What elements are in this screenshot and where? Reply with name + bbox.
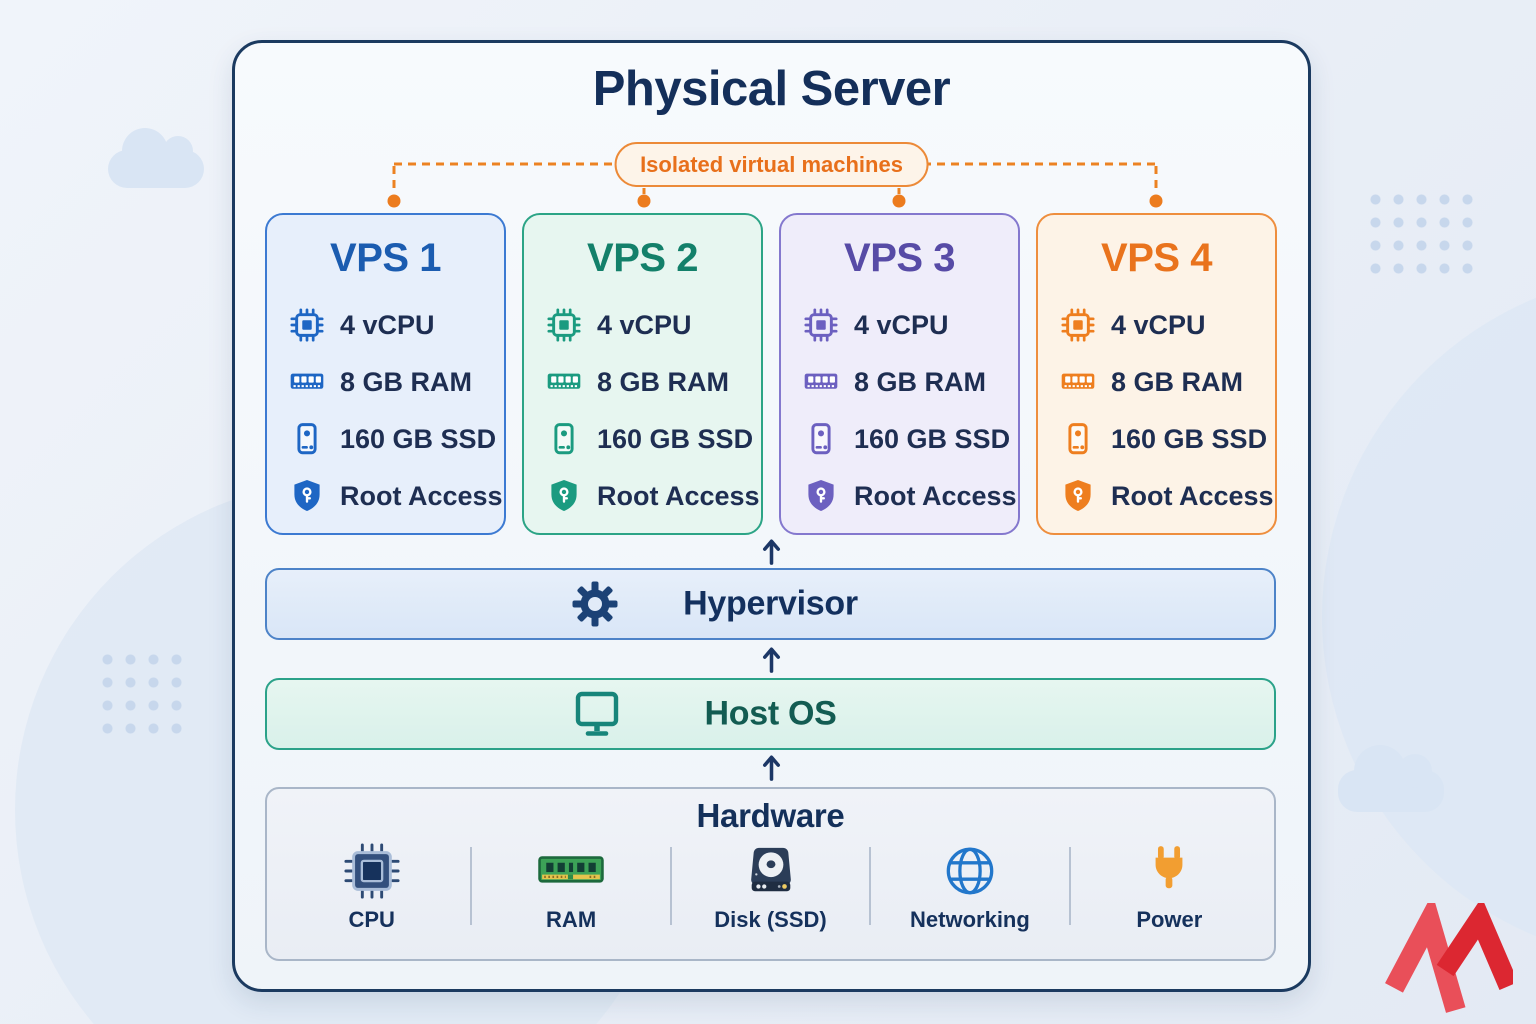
vps-spec-row: Root Access <box>546 478 761 514</box>
ssd-icon <box>546 421 582 457</box>
power-plug-icon <box>1146 839 1192 903</box>
vps-spec-row: Root Access <box>1060 478 1275 514</box>
vps-spec-row: Root Access <box>803 478 1018 514</box>
vps-spec-label: 4 vCPU <box>854 309 949 340</box>
vps-card-title: VPS 4 <box>1101 236 1212 280</box>
divider <box>669 847 672 925</box>
hardware-item: CPU <box>273 839 470 933</box>
hardware-layer: Hardware CPU <box>265 787 1276 961</box>
vps-spec-label: 8 GB RAM <box>854 366 987 397</box>
vps-card: VPS 3 4 vCPU 8 GB RAM 160 GB SSD Root Ac… <box>779 213 1020 535</box>
hardware-item: RAM <box>472 839 669 933</box>
hardware-item-label: Networking <box>910 907 1030 932</box>
vps-spec-row: 160 GB SSD <box>546 421 761 457</box>
disk-ssd-icon <box>743 839 799 903</box>
ram-hardware-icon <box>538 839 604 903</box>
cpu-hardware-icon <box>343 839 401 903</box>
vps-spec-label: 160 GB SSD <box>340 423 497 454</box>
ram-icon <box>1060 364 1096 400</box>
hardware-item-label: CPU <box>348 907 395 932</box>
divider <box>470 847 473 925</box>
divider <box>1068 847 1071 925</box>
circle-decoration <box>1322 272 1536 962</box>
vps-spec-row: 4 vCPU <box>1060 307 1275 343</box>
vps-spec-row: 160 GB SSD <box>1060 421 1275 457</box>
vps-spec-label: 160 GB SSD <box>597 423 754 454</box>
vps-spec-row: 4 vCPU <box>546 307 761 343</box>
vps-card: VPS 1 4 vCPU 8 GB RAM 160 GB SSD Root Ac… <box>265 213 506 535</box>
vps-spec-label: 160 GB SSD <box>854 423 1011 454</box>
globe-networking-icon <box>943 839 997 903</box>
layer-label: Hypervisor <box>683 584 858 623</box>
cpu-chip-icon <box>546 307 582 343</box>
host-os-layer: Host OS <box>265 678 1276 750</box>
vps-spec-label: Root Access <box>854 480 1017 511</box>
vps-spec-label: 4 vCPU <box>597 309 692 340</box>
vps-spec-row: 8 GB RAM <box>289 364 504 400</box>
gear-icon <box>571 580 619 628</box>
layer-label: Host OS <box>704 694 837 733</box>
cloud-icon <box>108 128 204 188</box>
vps-spec-row: 160 GB SSD <box>803 421 1018 457</box>
ram-icon <box>289 364 325 400</box>
hardware-item-label: RAM <box>546 907 597 932</box>
ram-icon <box>803 364 839 400</box>
vps-spec-row: 4 vCPU <box>289 307 504 343</box>
monitor-icon <box>571 688 623 740</box>
vps-spec-label: Root Access <box>597 480 760 511</box>
vps-spec-label: 4 vCPU <box>340 309 435 340</box>
vps-spec-label: 8 GB RAM <box>1111 366 1244 397</box>
vps-card: VPS 4 4 vCPU 8 GB RAM 160 GB SSD Root Ac… <box>1036 213 1277 535</box>
dots-pattern-decoration <box>1364 188 1479 280</box>
shield-key-icon <box>803 478 839 514</box>
brand-logo-m <box>1385 893 1519 1013</box>
hypervisor-layer: Hypervisor <box>265 568 1276 640</box>
hardware-title: Hardware <box>696 797 845 834</box>
cpu-chip-icon <box>1060 307 1096 343</box>
shield-key-icon <box>546 478 582 514</box>
shield-key-icon <box>1060 478 1096 514</box>
vps-card: VPS 2 4 vCPU 8 GB RAM 160 GB SSD Root Ac… <box>522 213 763 535</box>
vps-spec-row: 160 GB SSD <box>289 421 504 457</box>
vps-spec-row: 8 GB RAM <box>546 364 761 400</box>
up-arrow-icon <box>759 537 784 565</box>
ram-icon <box>546 364 582 400</box>
up-arrow-icon <box>759 645 784 673</box>
vps-spec-label: Root Access <box>340 480 503 511</box>
hardware-item-label: Power <box>1136 907 1203 932</box>
dots-pattern-decoration <box>96 648 188 740</box>
vps-spec-label: 4 vCPU <box>1111 309 1206 340</box>
cloud-icon <box>1338 745 1444 812</box>
hardware-item: Power <box>1071 839 1268 933</box>
ssd-icon <box>1060 421 1096 457</box>
vps-spec-label: 160 GB SSD <box>1111 423 1268 454</box>
cpu-chip-icon <box>803 307 839 343</box>
hardware-item: Disk (SSD) <box>672 839 869 933</box>
vps-card-title: VPS 1 <box>330 236 441 280</box>
cpu-chip-icon <box>289 307 325 343</box>
isolated-vms-callout: Isolated virtual machines <box>614 142 929 187</box>
physical-server-panel: Physical Server Isolated virtual machine… <box>232 40 1311 992</box>
ssd-icon <box>803 421 839 457</box>
vps-spec-row: Root Access <box>289 478 504 514</box>
vps-spec-label: 8 GB RAM <box>340 366 473 397</box>
page-title: Physical Server <box>592 62 951 116</box>
shield-key-icon <box>289 478 325 514</box>
up-arrow-icon <box>759 753 784 781</box>
vps-spec-row: 8 GB RAM <box>1060 364 1275 400</box>
vps-card-title: VPS 3 <box>844 236 955 280</box>
vps-spec-row: 8 GB RAM <box>803 364 1018 400</box>
vps-spec-label: 8 GB RAM <box>597 366 730 397</box>
ssd-icon <box>289 421 325 457</box>
vps-spec-label: Root Access <box>1111 480 1274 511</box>
vps-spec-row: 4 vCPU <box>803 307 1018 343</box>
vps-card-title: VPS 2 <box>587 236 698 280</box>
hardware-item-label: Disk (SSD) <box>714 907 827 932</box>
hardware-item: Networking <box>871 839 1068 933</box>
divider <box>869 847 872 925</box>
